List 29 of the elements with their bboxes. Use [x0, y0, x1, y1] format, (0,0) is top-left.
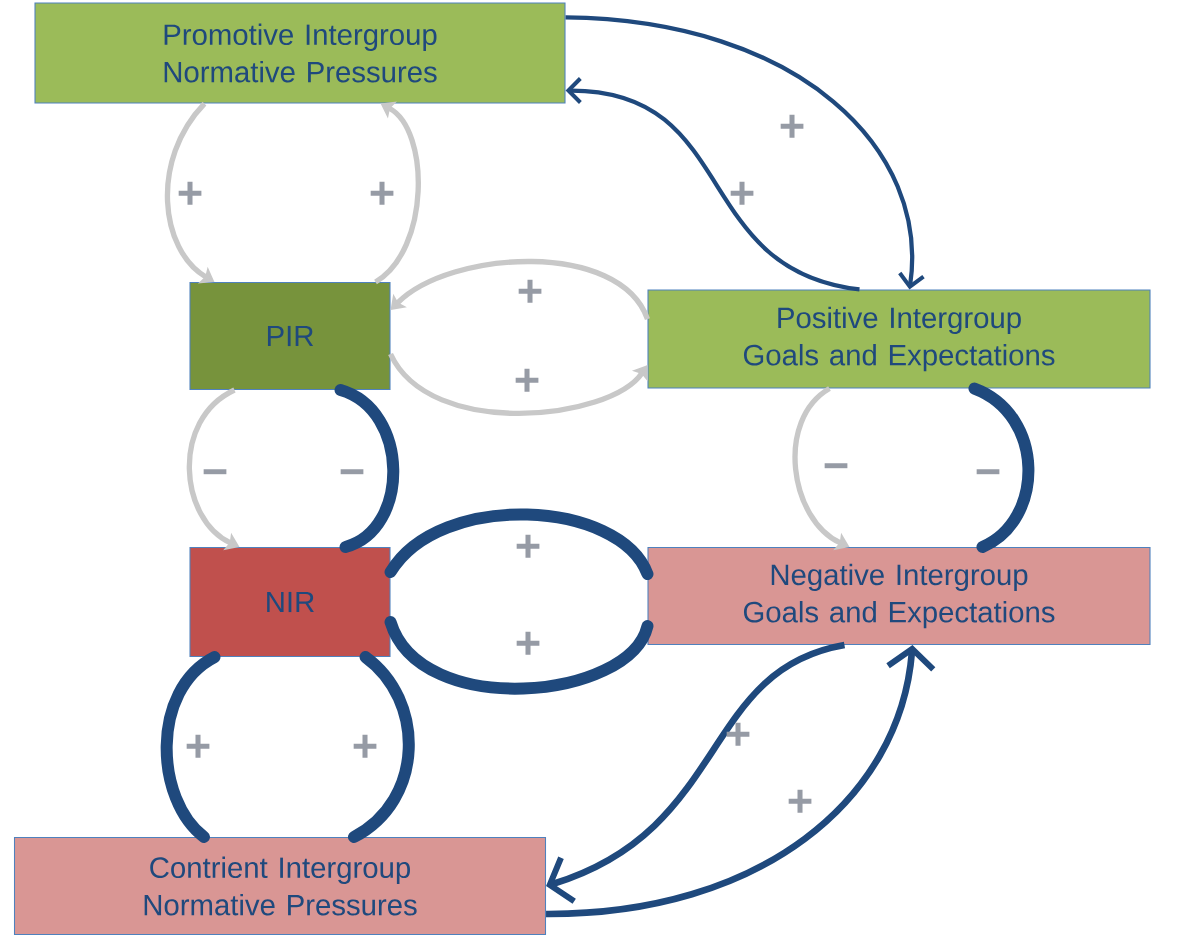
- concept-box: Negative Intergroup Goals and Expectations: [647, 546, 1151, 646]
- sign-label: −: [340, 469, 364, 475]
- sign-label: +: [516, 534, 540, 558]
- concept-box: Positive Intergroup Goals and Expectations: [647, 289, 1151, 389]
- arrow: [546, 641, 846, 904]
- arrow: [373, 101, 421, 285]
- arrow: [388, 352, 648, 417]
- sign-label: +: [518, 279, 542, 303]
- arrow: [390, 258, 650, 321]
- arrow: [545, 645, 936, 918]
- arrow: [565, 77, 860, 292]
- concept-box: PIR: [189, 281, 391, 391]
- sign-label: +: [515, 368, 539, 392]
- sign-label: −: [203, 469, 227, 475]
- sign-label: +: [726, 722, 750, 746]
- sign-label: −: [976, 469, 1000, 475]
- sign-label: −: [824, 463, 848, 469]
- sign-label: +: [730, 181, 754, 205]
- sign-label: +: [178, 181, 202, 205]
- sign-label: +: [516, 631, 540, 655]
- sign-label: +: [780, 114, 804, 138]
- concept-box: Contrient Intergroup Normative Pressures: [13, 836, 547, 936]
- concept-box: Promotive Intergroup Normative Pressures: [34, 2, 566, 104]
- sign-label: +: [353, 734, 377, 758]
- sign-label: +: [186, 734, 210, 758]
- sign-label: +: [370, 181, 394, 205]
- sign-label: +: [788, 789, 812, 813]
- arrow: [565, 15, 925, 290]
- concept-box: NIR: [189, 546, 391, 658]
